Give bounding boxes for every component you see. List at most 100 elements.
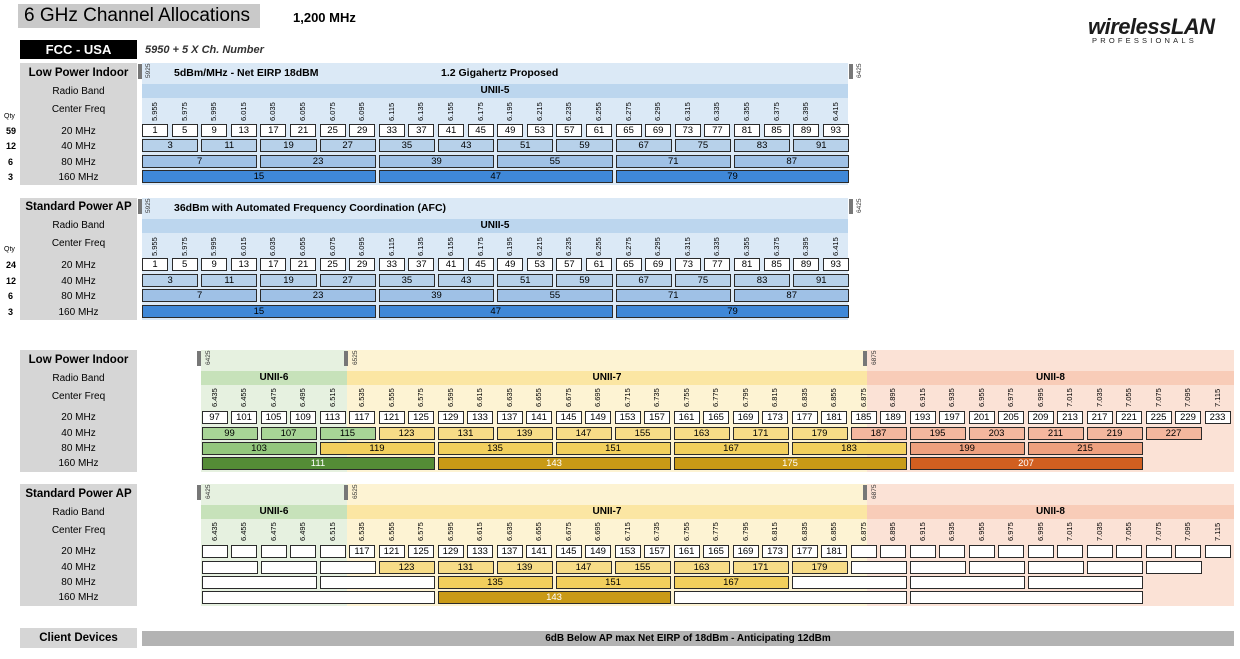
- unii5-band-bar: [142, 84, 848, 98]
- label-20mhz: 20 MHz: [61, 412, 96, 423]
- channel-40mhz: 51: [497, 274, 554, 287]
- center-freq-label: 6.175: [475, 102, 485, 121]
- logo-subtitle: PROFESSIONALS: [1092, 36, 1197, 45]
- channel-80mhz: 7: [142, 155, 258, 168]
- band-edge-mark: [197, 485, 201, 500]
- label-center-freq: Center Freq: [51, 391, 106, 402]
- channel-20mhz: 133: [467, 411, 493, 424]
- center-freq-label: 6.055: [298, 102, 307, 121]
- center-freq-label: 6.515: [327, 388, 337, 407]
- channel-160mhz: 15: [142, 170, 376, 183]
- unii6-band-bar: [201, 505, 347, 519]
- channel-80mhz: 55: [497, 289, 613, 302]
- channel-20mhz: 217: [1086, 411, 1113, 424]
- band-label-unii-7: UNII-7: [592, 372, 622, 383]
- channel-80mhz: 39: [378, 289, 495, 302]
- center-freq-label: 6.595: [445, 522, 455, 541]
- center-freq-label: 6.135: [416, 102, 426, 121]
- channel-20mhz: [201, 545, 228, 558]
- label-160mhz: 160 MHz: [58, 307, 99, 318]
- channel-40mhz: 91: [793, 274, 850, 287]
- channel-40mhz: 91: [793, 139, 850, 152]
- center-freq-label: 6.395: [801, 102, 811, 121]
- center-freq-label: 6.395: [801, 237, 811, 256]
- region-badge: FCC - USA: [20, 40, 137, 59]
- channel-20mhz: 177: [791, 411, 818, 424]
- channel-160mhz: 79: [615, 170, 850, 183]
- channel-40mhz: 171: [732, 561, 789, 574]
- channel-20mhz: 37: [408, 258, 435, 271]
- center-freq-label: 6.255: [594, 102, 603, 121]
- center-freq-label: 6.495: [298, 388, 307, 407]
- channel-160mhz: 111: [201, 457, 435, 470]
- band-edge-label: 6875: [871, 484, 878, 499]
- channel-40mhz: 131: [437, 427, 494, 440]
- channel-80mhz: 39: [378, 155, 495, 168]
- qty-20: 24: [6, 260, 17, 270]
- proposal-note: 1.2 Gigahertz Proposed: [441, 67, 559, 79]
- band-edge-mark: [863, 485, 867, 500]
- center-freq-label: 6.175: [475, 237, 485, 256]
- channel-40mhz: 59: [556, 274, 613, 287]
- center-freq-label: 6.015: [238, 102, 248, 121]
- label-80mhz: 80 MHz: [61, 577, 96, 588]
- channel-20mhz: 133: [467, 545, 493, 558]
- center-freq-label: 6.875: [858, 388, 868, 407]
- channel-40mhz: 155: [614, 427, 671, 440]
- center-freq-label: 6.755: [681, 388, 691, 407]
- channel-80mhz: 71: [615, 289, 731, 302]
- channel-20mhz: 61: [586, 258, 612, 271]
- center-freq-label: 6.215: [534, 102, 544, 121]
- channel-20mhz: 81: [734, 258, 760, 271]
- heading-lpi-unii5: Low Power Indoor: [28, 67, 129, 79]
- channel-40mhz: 3: [142, 274, 199, 287]
- center-freq-label: 7.095: [1183, 388, 1192, 407]
- channel-20mhz: 181: [821, 545, 847, 558]
- center-freq-label: 6.735: [652, 522, 661, 541]
- band-edge-label: 6425: [856, 198, 863, 213]
- unii6-band-bar: [201, 371, 347, 385]
- channel-160mhz: 47: [378, 170, 613, 183]
- channel-80mhz: [791, 576, 907, 589]
- channel-40mhz: 227: [1145, 427, 1202, 440]
- center-freq-label: 6.315: [682, 102, 692, 121]
- channel-20mhz: 173: [762, 411, 788, 424]
- label-column-sp-unii5: [20, 198, 137, 320]
- channel-20mhz: 69: [645, 124, 672, 137]
- channel-160mhz: [909, 591, 1143, 604]
- total-bandwidth: 1,200 MHz: [293, 10, 356, 25]
- channel-40mhz: 211: [1027, 427, 1084, 440]
- center-freq-label: 6.115: [386, 102, 396, 121]
- channel-40mhz: 43: [438, 139, 495, 152]
- channel-160mhz: [673, 591, 907, 604]
- channel-20mhz: 141: [526, 545, 552, 558]
- channel-20mhz: 41: [438, 258, 464, 271]
- center-freq-label: 6.815: [770, 522, 779, 541]
- center-freq-label: 6.035: [268, 237, 278, 256]
- label-40mhz: 40 MHz: [61, 141, 96, 152]
- center-freq-label: 6.895: [888, 388, 897, 407]
- channel-40mhz: 163: [673, 561, 730, 574]
- channel-20mhz: 65: [615, 124, 642, 137]
- channel-40mhz: 155: [614, 561, 671, 574]
- channel-20mhz: 169: [732, 411, 759, 424]
- channel-160mhz: 15: [142, 305, 376, 318]
- channel-20mhz: [1027, 545, 1054, 558]
- channel-20mhz: 197: [939, 411, 965, 424]
- channel-80mhz: 151: [555, 442, 671, 455]
- channel-40mhz: 123: [378, 561, 435, 574]
- heading-sp-upper: Standard Power AP: [25, 488, 132, 500]
- center-freq-label: 7.075: [1153, 388, 1163, 407]
- channel-20mhz: [1086, 545, 1113, 558]
- center-freq-label: 5.995: [209, 102, 219, 121]
- channel-20mhz: 137: [496, 411, 523, 424]
- label-radio-band: Radio Band: [52, 86, 105, 97]
- center-freq-label: 6.955: [976, 388, 986, 407]
- channel-20mhz: 149: [585, 411, 611, 424]
- channel-20mhz: 69: [645, 258, 672, 271]
- center-freq-label: 6.675: [563, 522, 573, 541]
- channel-20mhz: 93: [822, 258, 849, 271]
- label-160mhz: 160 MHz: [58, 592, 99, 603]
- channel-20mhz: 33: [378, 258, 405, 271]
- center-freq-label: 6.195: [505, 102, 515, 121]
